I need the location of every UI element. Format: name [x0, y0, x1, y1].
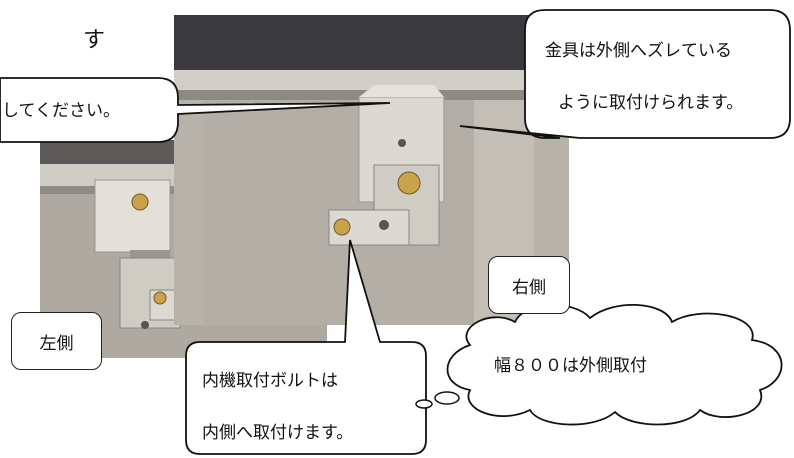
callout-top-left-text: してください。 [2, 101, 120, 121]
callout-bolt-line2: 内側へ取付けます。 [202, 423, 354, 443]
callout-cloud-text: 幅８００は外側取付 [494, 356, 647, 376]
label-right-side: 右側 [488, 256, 570, 314]
callout-bolt-shape [185, 239, 427, 455]
label-left-side: 左側 [11, 312, 102, 370]
heading-fragment: す [83, 28, 106, 53]
callout-top-right-line2: ように取付けられます。 [558, 93, 744, 113]
callout-top-right-line1: 金具は外側へズレている [545, 41, 732, 61]
callout-cloud-shape [446, 303, 783, 426]
callout-top-left-shape [0, 77, 391, 143]
callout-bolt-line1: 内機取付ボルトは [202, 371, 338, 391]
callout-top-right-shape [459, 9, 791, 139]
